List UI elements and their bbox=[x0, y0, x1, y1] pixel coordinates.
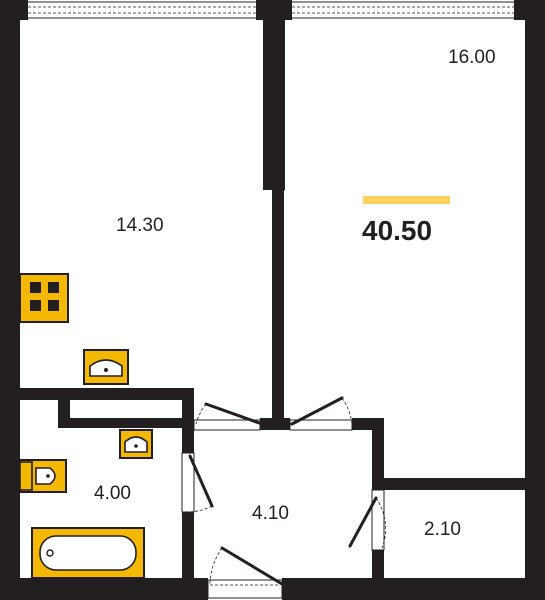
stove-icon bbox=[19, 273, 69, 323]
room-area-storage: 2.10 bbox=[424, 519, 461, 540]
door-bedroom bbox=[289, 396, 353, 431]
door-entrance bbox=[207, 546, 284, 599]
room-area-hallway: 4.10 bbox=[252, 503, 289, 524]
door-storage bbox=[348, 489, 386, 551]
total-area: 40.50 bbox=[362, 215, 432, 246]
total-area-accent-bar bbox=[363, 196, 450, 204]
window-right bbox=[289, 1, 519, 19]
room-area-bedroom: 16.00 bbox=[448, 47, 496, 68]
kitchen-sink-icon bbox=[83, 349, 129, 385]
door-living bbox=[193, 402, 264, 431]
window-left bbox=[25, 1, 265, 19]
room-area-living-kitchen: 14.30 bbox=[116, 215, 164, 236]
bathtub-icon bbox=[31, 527, 145, 579]
room-area-bathroom: 4.00 bbox=[94, 483, 131, 504]
toilet-icon bbox=[19, 459, 67, 493]
bathroom-sink-icon bbox=[119, 429, 153, 459]
door-bathroom bbox=[181, 452, 214, 513]
